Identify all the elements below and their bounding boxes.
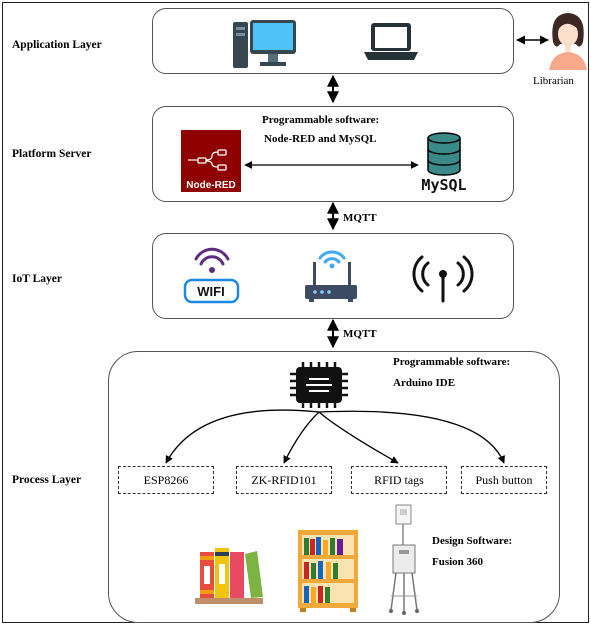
nodered-logo-text: Node-RED — [186, 180, 235, 191]
desktop-computer-icon — [233, 20, 296, 68]
librarian-avatar-icon — [549, 13, 587, 70]
application-layer-label: Application Layer — [12, 39, 102, 51]
mysql-database-icon: MySQL — [421, 132, 467, 194]
component-zk-rfid101: ZK-RFID101 — [236, 466, 332, 494]
process-software-title: Programmable software: — [393, 356, 511, 368]
platform-software-list: Node-RED and MySQL — [264, 133, 377, 145]
wifi-logo-icon: WIFI — [183, 247, 240, 304]
mqtt-label-lower: MQTT — [343, 328, 377, 340]
iot-layer-label: IoT Layer — [12, 273, 62, 285]
iot-layer-box — [152, 233, 514, 319]
chip-to-rfid-tags-arrow — [318, 411, 399, 464]
design-software-title: Design Software: — [432, 535, 513, 547]
microcontroller-chip-icon — [290, 362, 348, 408]
nodered-logo-icon: Node-RED — [181, 130, 241, 192]
bookshelf-icon — [298, 530, 358, 612]
router-icon — [305, 250, 357, 302]
chip-to-zk-rfid101-arrow — [283, 411, 320, 464]
component-esp8266: ESP8266 — [118, 466, 214, 494]
platform-server-label: Platform Server — [12, 148, 92, 160]
books-icon — [195, 548, 263, 604]
wifi-logo-text: WIFI — [197, 284, 224, 299]
component-push-button: Push button — [461, 466, 547, 494]
process-layer-label: Process Layer — [12, 474, 82, 486]
platform-software-title: Programmable software: — [262, 114, 380, 126]
mqtt-label-upper: MQTT — [343, 212, 377, 224]
design-software-name: Fusion 360 — [432, 556, 484, 568]
process-software-name: Arduino IDE — [393, 377, 456, 389]
chip-to-esp8266-arrow — [165, 409, 320, 464]
chip-to-push-button-arrow — [318, 410, 505, 464]
application-layer-box — [152, 8, 514, 74]
antenna-signal-icon — [412, 255, 474, 303]
kiosk-device-icon — [389, 504, 419, 615]
mysql-logo-text: MySQL — [421, 176, 466, 194]
component-rfid-tags: RFID tags — [351, 466, 447, 494]
librarian-label: Librarian — [533, 75, 574, 87]
laptop-icon — [364, 23, 418, 60]
